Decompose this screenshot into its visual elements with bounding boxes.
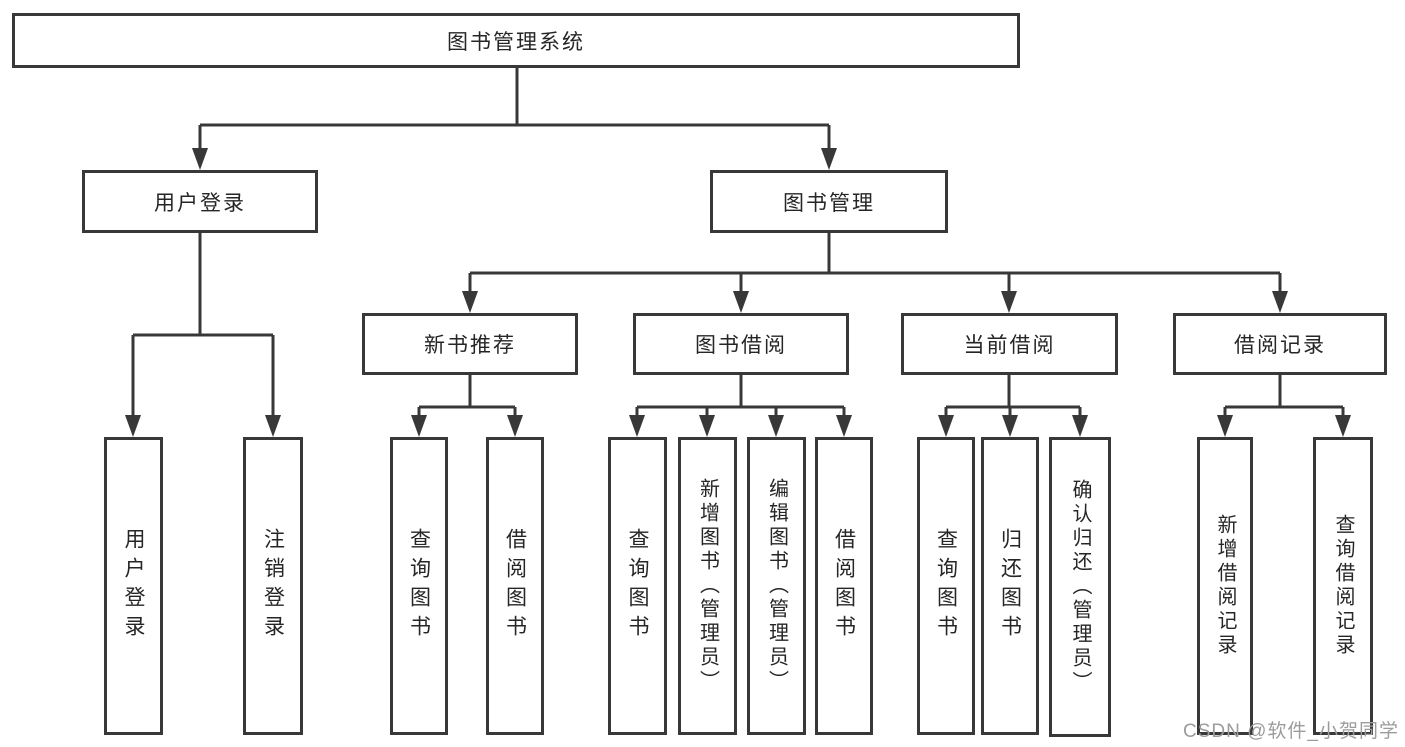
leaf-add-books-admin: 新增图书（管理员） bbox=[678, 437, 737, 735]
node-user-login: 用户登录 bbox=[82, 170, 318, 233]
leaf-user-login: 用户登录 bbox=[104, 437, 163, 735]
arrow-down-icon bbox=[629, 415, 645, 437]
node-book-management: 图书管理 bbox=[710, 170, 948, 233]
leaf-confirm-return-admin: 确认归还（管理员） bbox=[1049, 437, 1111, 737]
leaf-logout: 注销登录 bbox=[243, 437, 303, 735]
arrow-down-icon bbox=[265, 415, 281, 437]
node-root-library-system: 图书管理系统 bbox=[12, 13, 1020, 68]
arrow-down-icon bbox=[411, 415, 427, 437]
arrow-down-icon bbox=[1217, 415, 1233, 437]
leaf-query-books-recommend: 查询图书 bbox=[390, 437, 448, 735]
leaf-borrow-books-recommend: 借阅图书 bbox=[486, 437, 544, 735]
node-current-borrow: 当前借阅 bbox=[901, 313, 1118, 375]
node-borrow-records: 借阅记录 bbox=[1173, 313, 1387, 375]
arrow-down-icon bbox=[1002, 415, 1018, 437]
arrow-down-icon bbox=[821, 148, 837, 170]
arrow-down-icon bbox=[836, 415, 852, 437]
arrow-down-icon bbox=[1072, 415, 1088, 437]
arrow-down-icon bbox=[699, 415, 715, 437]
node-book-borrow: 图书借阅 bbox=[633, 313, 849, 375]
leaf-query-books-current: 查询图书 bbox=[917, 437, 975, 735]
leaf-query-borrow-record: 查询借阅记录 bbox=[1313, 437, 1373, 735]
leaf-edit-books-admin: 编辑图书（管理员） bbox=[747, 437, 806, 735]
arrow-down-icon bbox=[192, 148, 208, 170]
leaf-query-books-borrow: 查询图书 bbox=[608, 437, 667, 735]
arrow-down-icon bbox=[1335, 415, 1351, 437]
arrow-down-icon bbox=[1001, 291, 1017, 313]
arrow-down-icon bbox=[938, 415, 954, 437]
leaf-borrow-books: 借阅图书 bbox=[815, 437, 873, 735]
csdn-watermark: CSDN @软件_小贺同学 bbox=[1183, 721, 1399, 742]
node-new-book-recommend: 新书推荐 bbox=[362, 313, 578, 375]
leaf-return-books: 归还图书 bbox=[981, 437, 1039, 735]
arrow-down-icon bbox=[462, 291, 478, 313]
arrow-down-icon bbox=[768, 415, 784, 437]
leaf-add-borrow-record: 新增借阅记录 bbox=[1197, 437, 1253, 735]
arrow-down-icon bbox=[507, 415, 523, 437]
arrow-down-icon bbox=[1272, 291, 1288, 313]
arrow-down-icon bbox=[733, 291, 749, 313]
arrow-down-icon bbox=[125, 415, 141, 437]
